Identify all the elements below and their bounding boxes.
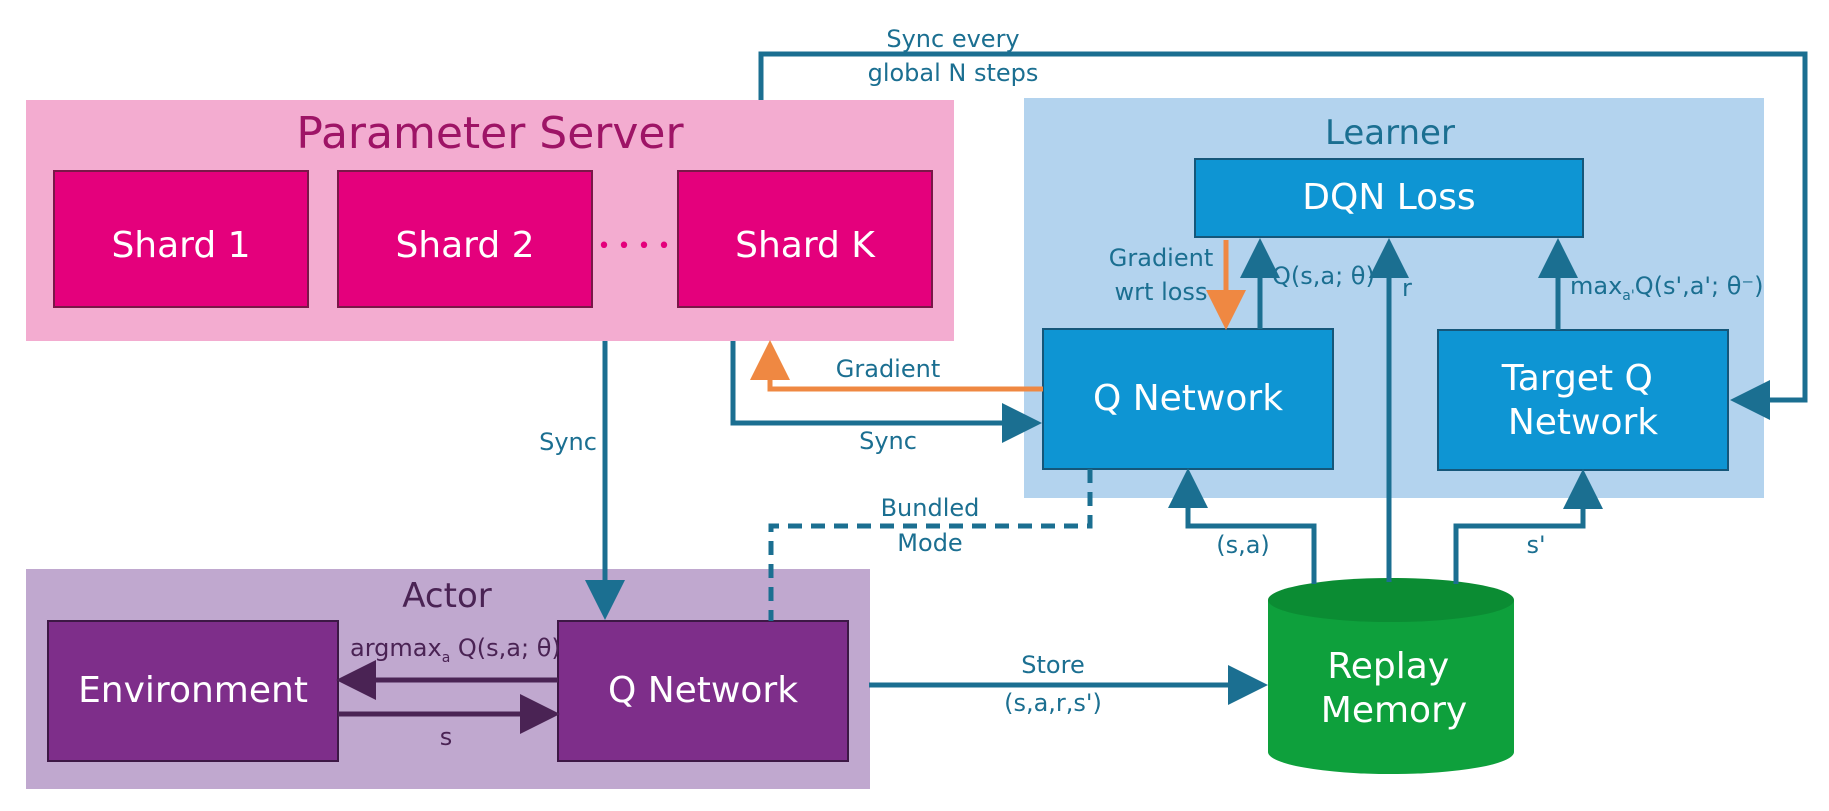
max-q-sub: a' [1622, 288, 1634, 304]
target-q-network-box: Target Q Network [1437, 329, 1729, 471]
max-q-rest: Q(s',a'; θ⁻) [1635, 272, 1764, 300]
learner-q-network-box: Q Network [1042, 328, 1334, 470]
bundled-mode-label-2: Mode [897, 529, 962, 557]
gradient-wrt-loss-label-2: wrt loss [1115, 278, 1208, 306]
sync-actor-label: Sync [539, 428, 597, 456]
sa-edge [1168, 468, 1317, 584]
shard-1-label: Shard 1 [111, 225, 250, 266]
bundled-mode-label-1: Bundled [881, 494, 980, 522]
sync-learner-label: Sync [859, 427, 917, 455]
shard-1-box: Shard 1 [53, 170, 309, 308]
dqn-loss-box: DQN Loss [1194, 158, 1584, 238]
max-q-prefix: max [1570, 272, 1622, 300]
actor-title: Actor [402, 576, 491, 616]
target-q-line-1: Target Q [1501, 358, 1653, 399]
sync-every-edge [758, 51, 1808, 420]
shard-2-label: Shard 2 [395, 225, 534, 266]
s-prime-edge [1453, 469, 1603, 584]
sa-label: (s,a) [1216, 531, 1270, 559]
state-label: s [440, 723, 453, 751]
shard-2-box: Shard 2 [337, 170, 593, 308]
environment-label: Environment [78, 670, 308, 711]
sync-every-label-1: Sync every [886, 25, 1019, 53]
store-label-1: Store [1021, 651, 1084, 679]
target-q-network-label: Target Q Network [1501, 358, 1665, 443]
shard-ellipsis: • • • • [598, 234, 671, 259]
dqn-loss-label: DQN Loss [1302, 177, 1475, 218]
reward-label: r [1402, 274, 1412, 302]
q-value-label: Q(s,a; θ) [1272, 262, 1375, 290]
replay-line-1: Replay [1327, 646, 1449, 687]
learner-q-network-label: Q Network [1093, 378, 1283, 419]
parameter-server-title: Parameter Server [296, 108, 684, 159]
gradient-label: Gradient [836, 355, 940, 383]
target-q-line-2: Network [1508, 402, 1658, 443]
sync-every-label-2: global N steps [868, 59, 1039, 87]
argmax-prefix: argmax [350, 634, 442, 662]
shard-k-label: Shard K [735, 225, 876, 266]
replay-memory-label: Replay Memory [1321, 646, 1467, 731]
sync-learner-edge [730, 341, 1042, 443]
actor-q-network-box: Q Network [557, 620, 849, 762]
environment-box: Environment [47, 620, 339, 762]
bundled-mode-edge [768, 469, 1093, 621]
argmax-sub: a [442, 650, 451, 666]
replay-memory-cylinder: Replay Memory [1268, 578, 1514, 774]
actor-q-network-label: Q Network [608, 670, 798, 711]
argmax-rest: Q(s,a; θ) [450, 634, 560, 662]
action-label: argmaxa Q(s,a; θ) [350, 634, 561, 666]
max-q-label: maxa'Q(s',a'; θ⁻) [1570, 272, 1763, 304]
s-prime-label: s' [1526, 531, 1545, 559]
store-label-2: (s,a,r,s') [1004, 689, 1102, 717]
shard-k-box: Shard K [677, 170, 933, 308]
gradient-wrt-loss-label-1: Gradient [1109, 244, 1213, 272]
learner-title: Learner [1325, 113, 1455, 153]
gradient-edge [750, 340, 1043, 392]
replay-line-2: Memory [1321, 690, 1467, 731]
